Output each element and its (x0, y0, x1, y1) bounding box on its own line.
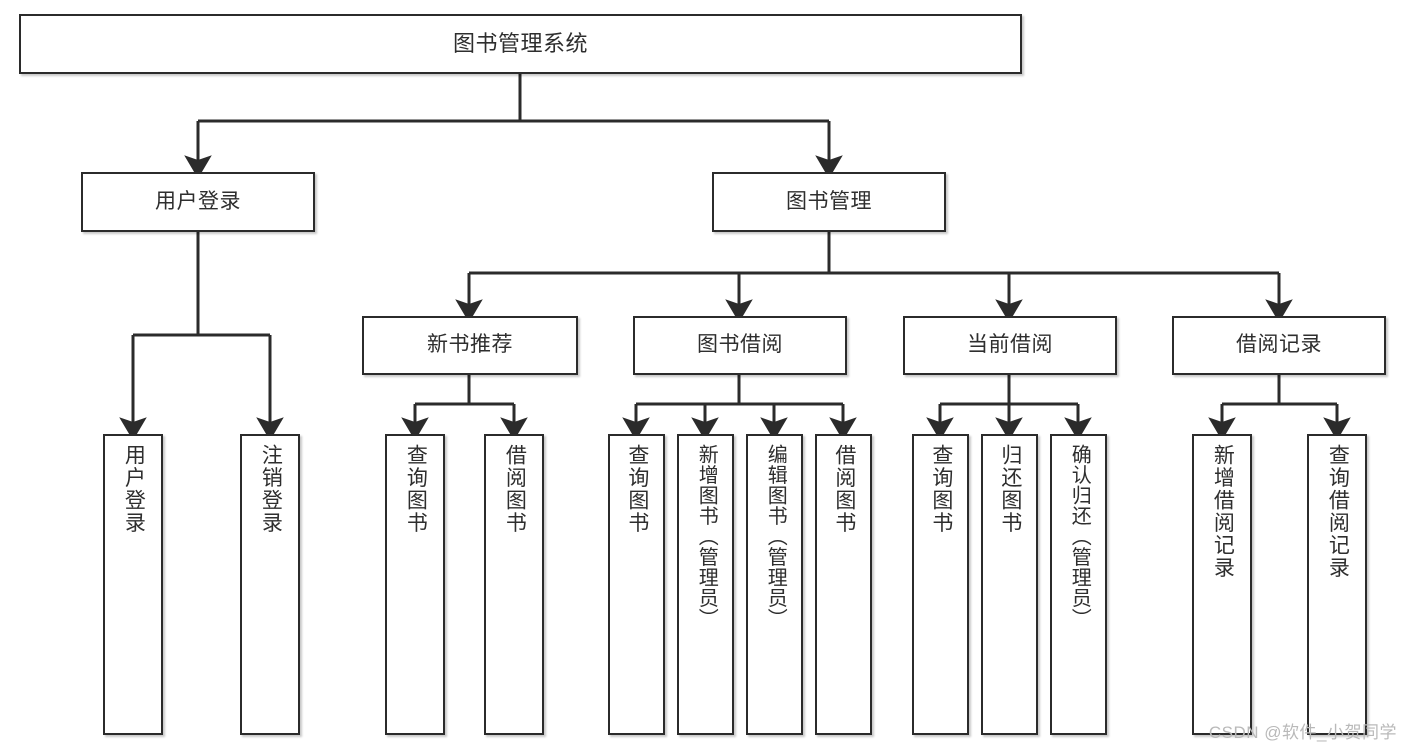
node-leaf-rec-borrow-book[interactable]: 借阅图书 (484, 434, 544, 735)
node-leaf-user-login-label: 用户登录 (122, 444, 146, 534)
node-leaf-cur-return-book[interactable]: 归还图书 (981, 434, 1038, 735)
node-leaf-user-login[interactable]: 用户登录 (103, 434, 163, 735)
node-leaf-cur-confirm-return-label: 确认归还（管理员） (1068, 444, 1091, 629)
node-leaf-borrow-edit-book[interactable]: 编辑图书（管理员） (746, 434, 803, 735)
node-leaf-rec-query-record[interactable]: 查询借阅记录 (1307, 434, 1367, 735)
node-leaf-rec-add-record[interactable]: 新增借阅记录 (1192, 434, 1252, 735)
node-book-manage-label: 图书管理 (786, 189, 872, 213)
node-leaf-cur-confirm-return[interactable]: 确认归还（管理员） (1050, 434, 1107, 735)
node-leaf-cur-query-book[interactable]: 查询图书 (912, 434, 969, 735)
node-leaf-cur-return-book-label: 归还图书 (998, 444, 1022, 534)
node-new-book-rec-label: 新书推荐 (427, 333, 513, 357)
node-leaf-borrow-query-book[interactable]: 查询图书 (608, 434, 665, 735)
node-leaf-rec-add-record-label: 新增借阅记录 (1211, 444, 1235, 579)
node-book-borrow[interactable]: 图书借阅 (633, 316, 847, 375)
node-book-borrow-label: 图书借阅 (697, 333, 783, 357)
node-leaf-borrow-borrow-book[interactable]: 借阅图书 (815, 434, 872, 735)
node-leaf-borrow-edit-book-label: 编辑图书（管理员） (764, 444, 787, 629)
csdn-watermark: CSDN @软件_小贺同学 (1208, 723, 1397, 742)
node-leaf-borrow-add-book[interactable]: 新增图书（管理员） (677, 434, 734, 735)
node-borrow-record-label: 借阅记录 (1236, 333, 1322, 357)
node-leaf-cur-query-book-label: 查询图书 (929, 444, 953, 534)
node-user-login[interactable]: 用户登录 (81, 172, 315, 232)
node-new-book-rec[interactable]: 新书推荐 (362, 316, 578, 375)
node-borrow-record[interactable]: 借阅记录 (1172, 316, 1386, 375)
node-leaf-user-logout-label: 注销登录 (259, 444, 283, 534)
node-leaf-borrow-query-book-label: 查询图书 (625, 444, 649, 534)
node-leaf-borrow-borrow-book-label: 借阅图书 (832, 444, 856, 534)
node-root-system[interactable]: 图书管理系统 (19, 14, 1022, 74)
node-current-borrow-label: 当前借阅 (967, 333, 1053, 357)
node-root-system-label: 图书管理系统 (452, 31, 588, 57)
node-leaf-rec-borrow-book-label: 借阅图书 (503, 444, 527, 534)
node-book-manage[interactable]: 图书管理 (712, 172, 946, 232)
node-leaf-user-logout[interactable]: 注销登录 (240, 434, 300, 735)
node-leaf-borrow-add-book-label: 新增图书（管理员） (695, 444, 718, 629)
node-current-borrow[interactable]: 当前借阅 (903, 316, 1117, 375)
node-leaf-rec-query-book-label: 查询图书 (404, 444, 428, 534)
node-leaf-rec-query-record-label: 查询借阅记录 (1326, 444, 1350, 579)
node-user-login-label: 用户登录 (155, 189, 241, 213)
node-leaf-rec-query-book[interactable]: 查询图书 (385, 434, 445, 735)
